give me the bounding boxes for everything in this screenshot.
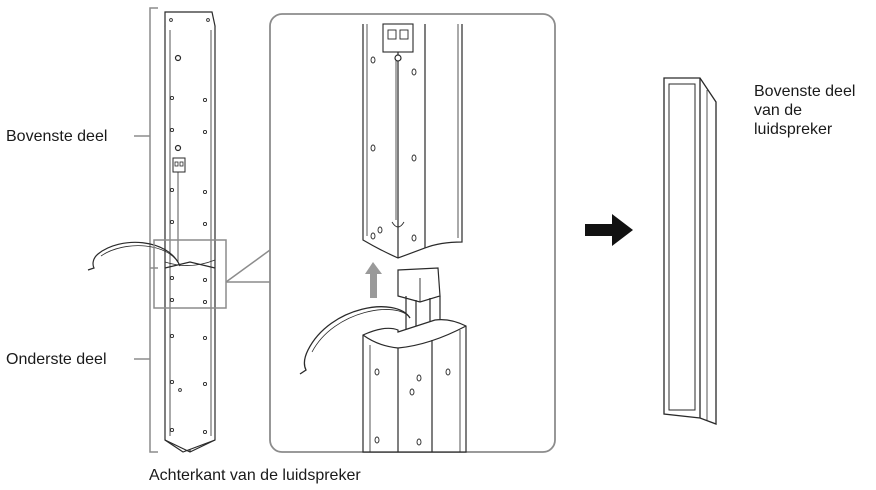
front-label-line-2: van de bbox=[754, 102, 803, 119]
front-label-line-1: Bovenste deel bbox=[754, 83, 856, 100]
arrow-up-icon bbox=[365, 262, 382, 298]
upper-section-zoom bbox=[362, 23, 463, 259]
front-label-line-3: luidspreker bbox=[754, 121, 833, 138]
front-speaker-label: Bovenste deel van de luidspreker bbox=[754, 82, 855, 139]
detail-callout bbox=[153, 239, 271, 309]
upper-part-label: Bovenste deel bbox=[6, 128, 108, 145]
lower-part-label: Onderste deel bbox=[6, 351, 107, 368]
speaker-cable-left bbox=[87, 241, 181, 271]
lower-section-zoom bbox=[362, 267, 467, 453]
speaker-front-column bbox=[663, 77, 717, 425]
speaker-back-column bbox=[164, 11, 216, 453]
arrow-right-icon bbox=[585, 214, 633, 246]
height-bracket bbox=[134, 7, 158, 453]
speaker-back-screw-holes bbox=[169, 18, 210, 435]
upper-section-zoom-holes bbox=[370, 56, 417, 242]
speaker-cable-zoom bbox=[299, 306, 411, 375]
back-of-speaker-caption: Achterkant van de luidspreker bbox=[149, 467, 361, 484]
lower-section-zoom-holes bbox=[374, 368, 451, 446]
